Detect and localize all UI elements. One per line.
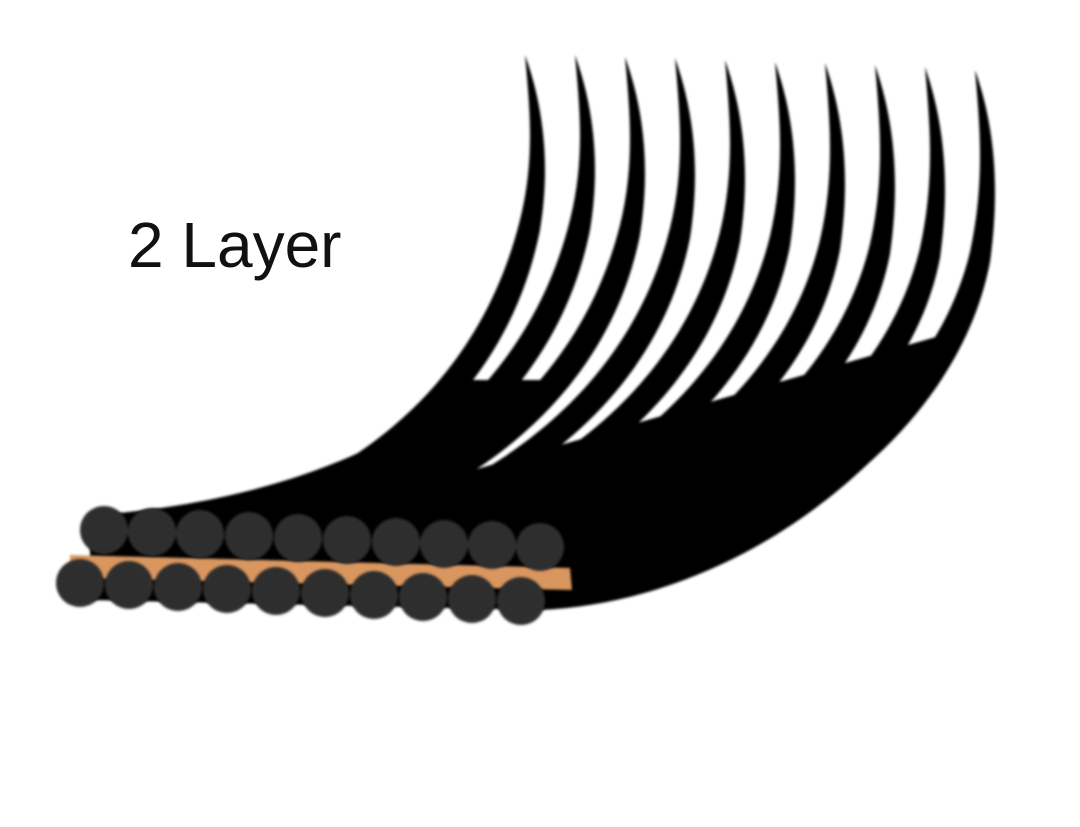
- fiber-row-bottom: [56, 559, 545, 625]
- diagram-title: 2 Layer: [128, 209, 342, 281]
- fiber-row-top: [80, 506, 564, 571]
